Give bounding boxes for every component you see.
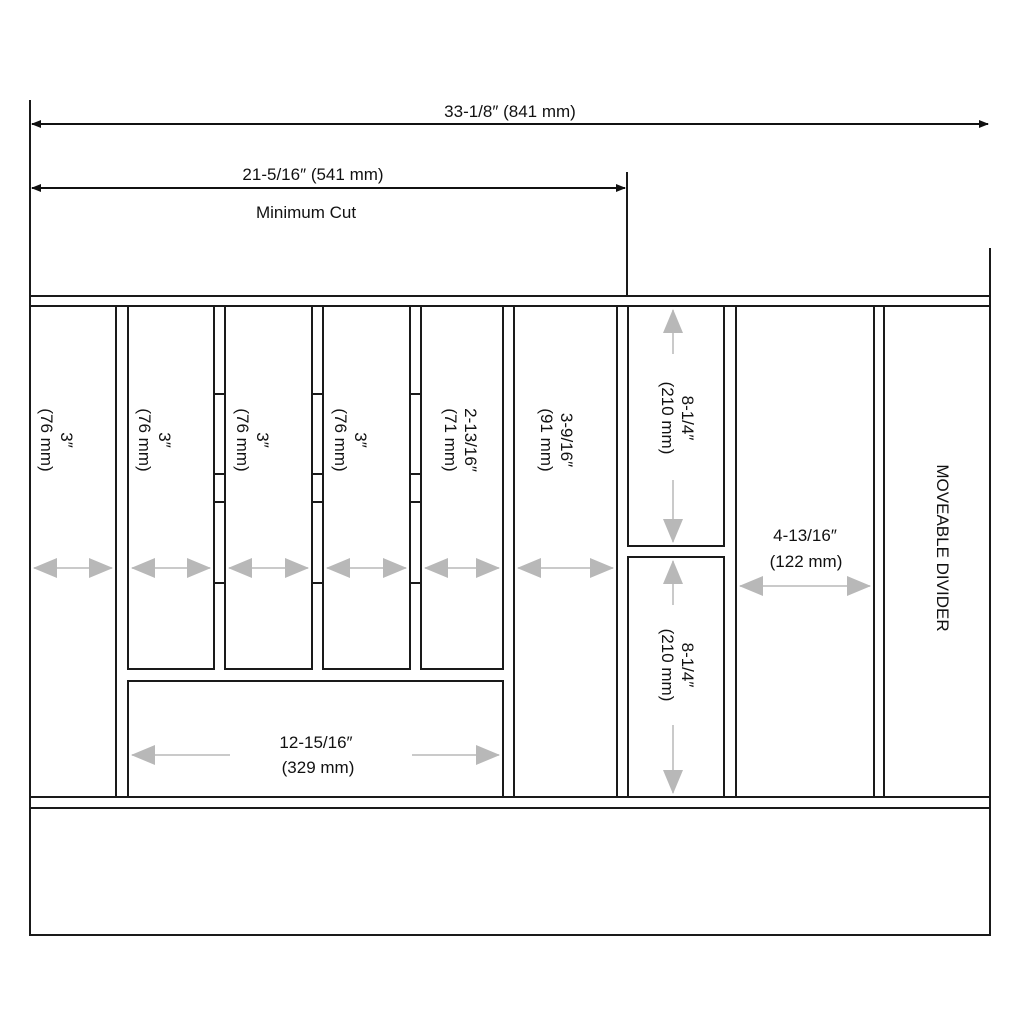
compartment-tall-top: [627, 305, 725, 547]
svg-text:3-9/16″: 3-9/16″: [557, 413, 576, 467]
svg-text:(71 mm): (71 mm): [441, 408, 460, 471]
wide-inch-label: 12-15/16″: [279, 733, 352, 752]
compartment-1: [29, 305, 117, 798]
compartment-6: [513, 305, 618, 798]
compartment-4: [322, 305, 411, 670]
svg-text:(210 mm): (210 mm): [658, 382, 677, 455]
svg-text:(76 mm): (76 mm): [233, 408, 252, 471]
svg-text:8-1/4″: 8-1/4″: [678, 643, 697, 688]
compartment-wide: [127, 680, 504, 798]
minimum-cut-caption: Minimum Cut: [256, 203, 356, 222]
wide-mm-label: (329 mm): [282, 758, 355, 777]
svg-text:3″: 3″: [253, 432, 272, 447]
svg-text:(91 mm): (91 mm): [537, 408, 556, 471]
overall-dimension-label: 33-1/8″ (841 mm): [444, 102, 576, 121]
compartment-1-label: 3″ (76 mm): [37, 408, 76, 471]
right-inch-label: 4-13/16″: [773, 526, 837, 545]
svg-text:3″: 3″: [351, 432, 370, 447]
compartment-3: [224, 305, 313, 670]
compartment-5-label: 2-13/16″ (71 mm): [441, 408, 480, 472]
compartment-tall-bottom: [627, 556, 725, 798]
svg-text:3″: 3″: [57, 432, 76, 447]
svg-text:8-1/4″: 8-1/4″: [678, 396, 697, 441]
compartment-2-label: 3″ (76 mm): [135, 408, 174, 471]
svg-text:2-13/16″: 2-13/16″: [461, 408, 480, 472]
svg-text:(76 mm): (76 mm): [135, 408, 154, 471]
compartment-connectors: [214, 393, 421, 584]
right-mm-label: (122 mm): [770, 552, 843, 571]
compartment-end: [883, 305, 991, 798]
tall-top-label: 8-1/4″ (210 mm): [658, 382, 697, 455]
moveable-divider: [873, 305, 885, 798]
tall-bottom-label: 8-1/4″ (210 mm): [658, 629, 697, 702]
compartment-4-label: 3″ (76 mm): [331, 408, 370, 471]
compartment-2: [127, 305, 215, 670]
width-arrows: [33, 309, 871, 794]
svg-text:MOVEABLE DIVIDER: MOVEABLE DIVIDER: [933, 464, 952, 631]
compartment-5: [420, 305, 504, 670]
svg-text:(76 mm): (76 mm): [331, 408, 350, 471]
svg-text:(76 mm): (76 mm): [37, 408, 56, 471]
compartment-3-label: 3″ (76 mm): [233, 408, 272, 471]
moveable-divider-label: MOVEABLE DIVIDER: [933, 464, 952, 631]
compartment-6-label: 3-9/16″ (91 mm): [537, 408, 576, 471]
minimum-dimension-label: 21-5/16″ (541 mm): [242, 165, 383, 184]
svg-text:3″: 3″: [155, 432, 174, 447]
svg-text:(210 mm): (210 mm): [658, 629, 677, 702]
